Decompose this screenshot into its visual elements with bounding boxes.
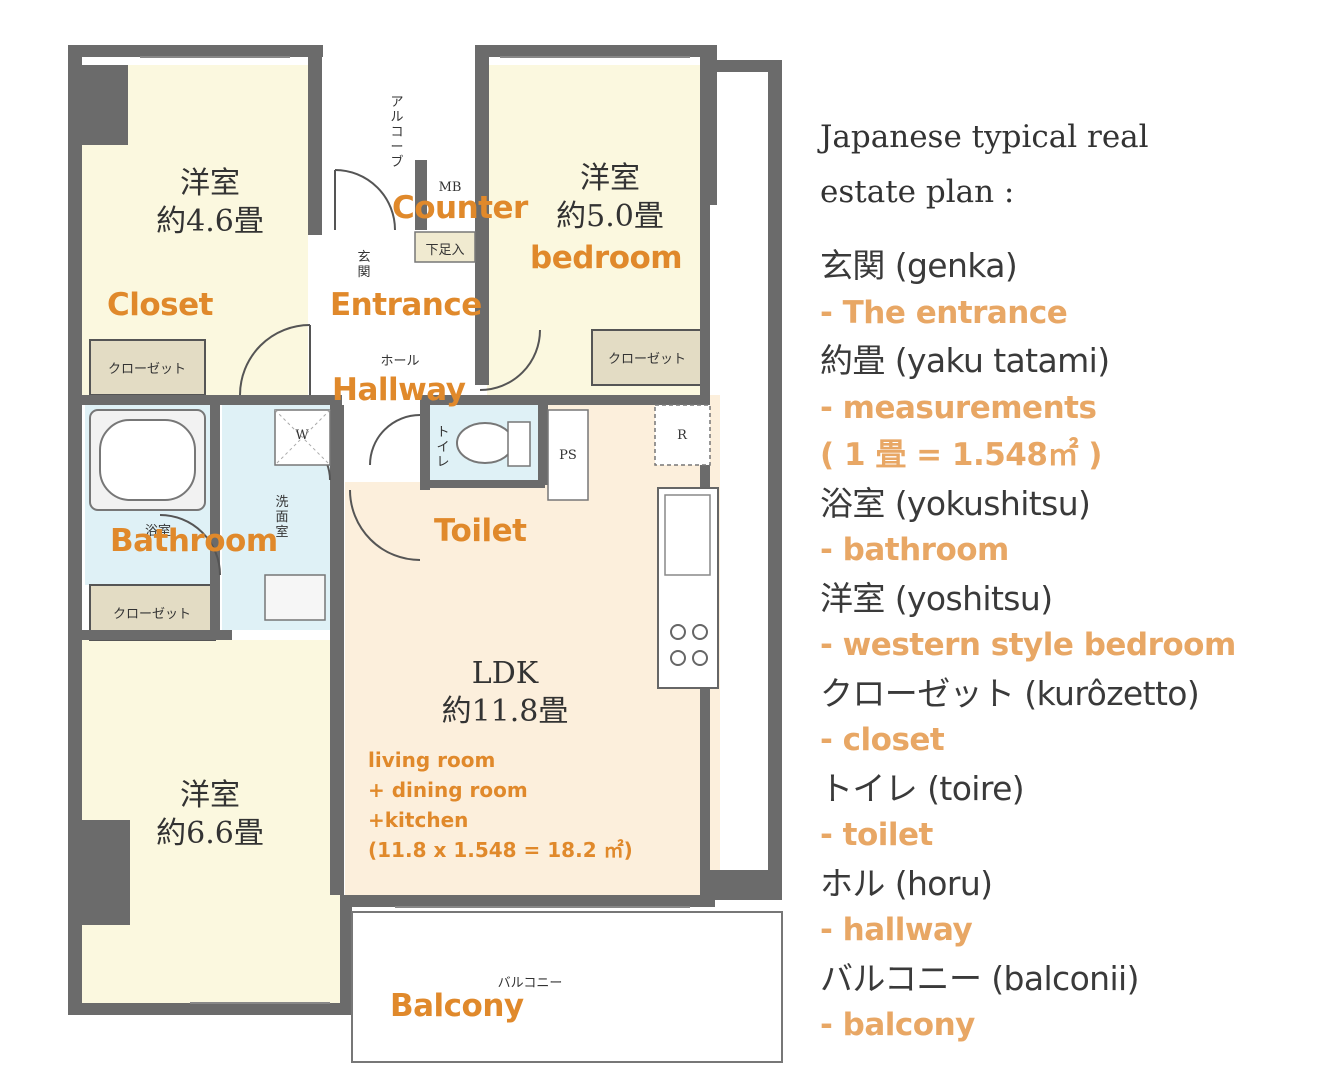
closet-3-label: クローゼット: [112, 607, 191, 622]
balcony-area: [351, 911, 783, 1063]
room-sw-label: 洋室 約6.6畳: [156, 778, 264, 851]
fridge-box: [654, 404, 711, 466]
mb-label: MB: [438, 180, 462, 195]
alcove-label: アルコーブ: [390, 95, 404, 170]
stove-icon: [670, 624, 686, 640]
room-nw-label: 洋室 約4.6畳: [156, 166, 264, 239]
legend-def: ( 1 畳 = 1.548㎡ ): [820, 437, 1102, 473]
fridge-label: R: [677, 428, 687, 443]
ps-box: [547, 409, 589, 501]
legend-term: クローゼット (kurôzetto): [820, 673, 1200, 713]
ldk-desc-2: + dining room: [368, 778, 528, 802]
alcove-fill: [325, 55, 475, 225]
washer-label: W: [295, 428, 309, 443]
legend-def: - hallway: [820, 912, 973, 948]
windows: [140, 56, 690, 1004]
balcony-jp-label: バルコニー: [497, 976, 563, 991]
ldk-desc-4: (11.8 x 1.548 = 18.2 ㎡): [368, 838, 633, 862]
room-ne-label: 洋室 約5.0畳: [556, 161, 664, 234]
bathroom-overlay: Bathroom: [110, 523, 278, 559]
hall-label: ホール: [380, 354, 420, 369]
ldk-desc-1: living room: [368, 748, 496, 772]
closet-1-box: [89, 339, 206, 396]
legend-term: 約畳 (yaku tatami): [820, 341, 1110, 380]
legend-def: - toilet: [820, 817, 933, 853]
toilet-overlay: Toilet: [434, 513, 527, 549]
legend-def: - western style bedroom: [820, 627, 1236, 663]
walls: [68, 45, 782, 1015]
closet-2-label: クローゼット: [607, 352, 686, 367]
washroom-label: 洗面室: [275, 495, 289, 540]
bath-label: 浴室: [144, 524, 171, 539]
legend: Japanese typical real estate plan : 玄関 (…: [820, 110, 1330, 1050]
sink-icon: [264, 574, 326, 621]
shoe-box-label: 下足入: [425, 243, 465, 258]
ldk-desc-3: +kitchen: [368, 808, 469, 832]
hallway-overlay: Hallway: [332, 372, 466, 408]
counter-overlay: Counter: [392, 190, 528, 226]
toilet-jp-label: トイレ: [436, 425, 450, 470]
legend-term: 洋室 (yoshitsu): [820, 578, 1053, 618]
legend-title: Japanese typical real estate plan :: [820, 119, 1149, 210]
ldk-label: LDK 約11.8畳: [441, 656, 569, 729]
legend-term: 浴室 (yokushitsu): [820, 483, 1091, 523]
legend-term: バルコニー (balconii): [820, 958, 1140, 998]
shoe-box: [414, 231, 476, 263]
genkan-label: 玄関: [357, 250, 371, 280]
legend-def: - closet: [820, 722, 945, 758]
legend-term: トイレ (toire): [820, 768, 1025, 808]
legend-def: - bathroom: [820, 532, 1009, 568]
toilet-bowl-icon: [456, 422, 514, 464]
floor-plan: [68, 45, 783, 1063]
legend-def: - measurements: [820, 389, 1097, 426]
ps-label: PS: [559, 448, 577, 463]
closet-1-label: クローゼット: [107, 362, 186, 377]
legend-def: - The entrance: [820, 294, 1068, 331]
legend-def: - balcony: [820, 1007, 975, 1043]
closet-overlay: Closet: [107, 287, 213, 323]
legend-term: 玄関 (genka): [820, 246, 1018, 285]
doors: [159, 169, 541, 576]
entrance-overlay: Entrance: [330, 287, 482, 323]
balcony-overlay: Balcony: [390, 988, 524, 1024]
bedroom-overlay: bedroom: [530, 240, 683, 276]
legend-term: ホル (horu): [820, 863, 993, 903]
